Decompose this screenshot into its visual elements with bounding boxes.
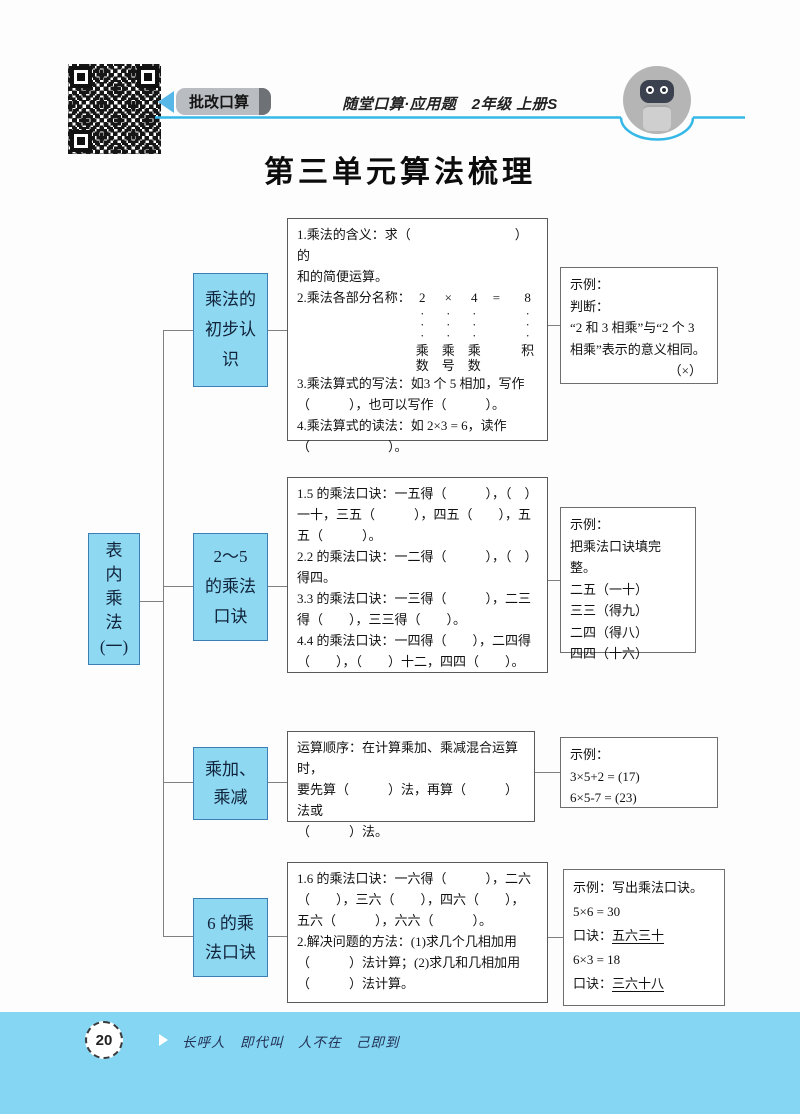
- qr-code: [68, 64, 161, 154]
- connector-line: [138, 601, 163, 602]
- robot-eye-icon: [660, 86, 668, 94]
- equation-row: 2.乘法各部分名称： 2 · · · 乘数 × · · · 乘号 4 · · ·…: [297, 287, 538, 373]
- content1-top-text: 1.乘法的含义：求（ ）的 和的简便运算。: [297, 227, 528, 284]
- branch-node-2to5-tables: 2～5 的乘法 口诀: [193, 533, 268, 641]
- badge-arrow-icon: [158, 90, 174, 113]
- connector-line: [164, 936, 193, 937]
- example4-label: 口诀：: [573, 928, 613, 943]
- robot-avatar-icon: [623, 66, 691, 134]
- root-node: 表 内 乘 法 (一): [88, 533, 140, 665]
- equation-column: =: [493, 287, 500, 373]
- page-number-badge: 20: [85, 1021, 123, 1059]
- equation-term: =: [492, 290, 501, 305]
- example-box-write-tables: 示例：写出乘法口诀。 5×6 = 30 口诀：五六三十 6×3 = 18 口诀：…: [563, 869, 725, 1006]
- example4-answer: 三六十八: [612, 976, 665, 991]
- content-box-multiplication-intro: 1.乘法的含义：求（ ）的 和的简便运算。 2.乘法各部分名称： 2 · · ·…: [287, 218, 548, 454]
- badge-label-text: 批改口算: [189, 94, 250, 111]
- connector-line: [548, 937, 563, 938]
- example4-answer: 五六三十: [612, 928, 665, 943]
- connector-line: [266, 586, 287, 587]
- equation-caption: 2.乘法各部分名称：: [297, 290, 411, 305]
- equation-column: 4 · · · 乘数: [467, 287, 482, 373]
- badge-cap: [259, 88, 272, 115]
- dotted-leader: · · ·: [446, 306, 451, 343]
- robot-head: [640, 80, 674, 103]
- connector-line: [266, 782, 287, 783]
- example4-line: 5×6 = 30: [573, 904, 621, 919]
- connector-line: [164, 782, 193, 783]
- content-box-mul-add-sub: 运算顺序：在计算乘加、乘减混合运算时， 要先算（ ）法，再算（ ）法或 （ ）法…: [287, 731, 535, 839]
- connector-line: [535, 772, 560, 773]
- content1-bottom-text: 3.乘法算式的写法：如3 个 5 相加，写作 （ ），也可以写作（ ）。 4.乘…: [297, 376, 525, 454]
- example-box-judgement: 示例： 判断： “2 和 3 相乘”与“2 个 3 相乘”表示的意义相同。 （×…: [560, 267, 718, 384]
- content-box-6-table: 1.6 的乘法口诀：一六得（ ），二六 （ ），三六（ ），四六（ ）， 五六（…: [287, 862, 548, 1003]
- example1-verdict: （×）: [668, 363, 702, 378]
- equation-part-label: 乘号: [441, 343, 455, 373]
- connector-line: [164, 330, 193, 331]
- example-box-fill-tables: 示例： 把乘法口诀填完整。 二五（一十） 三三（得九） 二四（得八） 四四（十六…: [560, 507, 696, 661]
- connector-line: [266, 330, 287, 331]
- equation-part-label: 乘数: [415, 343, 429, 373]
- qr-finder-icon: [70, 130, 92, 152]
- connector-line: [548, 325, 560, 326]
- connector-line: [164, 586, 193, 587]
- equation-term: 4: [471, 290, 478, 305]
- example4-line: 示例：写出乘法口诀。: [573, 880, 704, 895]
- branch-node-mul-add-sub: 乘加、 乘减: [193, 747, 268, 820]
- equation-term: 8: [524, 290, 531, 305]
- robot-body: [643, 105, 671, 131]
- equation-part-label: 积: [521, 343, 535, 358]
- header-subtitle: 随堂口算·应用题 2年级 上册S: [342, 96, 558, 113]
- footer-bar: 20 长呼人 即代叫 人不在 己即到: [0, 1012, 800, 1114]
- qr-finder-icon: [70, 66, 92, 88]
- branch-node-6-table: 6 的乘 法口诀: [193, 898, 268, 977]
- equation-part-label: 乘数: [467, 343, 481, 373]
- grading-badge: 批改口算: [158, 88, 272, 115]
- footer-slogan: 长呼人 即代叫 人不在 己即到: [182, 1035, 400, 1050]
- footer-arrow-icon: [159, 1034, 168, 1046]
- example1-text: 示例： 判断： “2 和 3 相乘”与“2 个 3 相乘”表示的意义相同。: [570, 277, 706, 357]
- dotted-leader: · · ·: [525, 306, 530, 343]
- example4-label: 口诀：: [573, 976, 613, 991]
- equation-column: 2 · · · 乘数: [415, 287, 430, 373]
- branch-node-multiplication-intro: 乘法的 初步认 识: [193, 273, 268, 387]
- equation-column: × · · · 乘号: [441, 287, 456, 373]
- content-box-2to5-tables: 1.5 的乘法口诀：一五得（ ），（ ） 一十，三五（ ），四五（ ），五 五（…: [287, 477, 548, 673]
- example4-line: 口诀：三六十八: [573, 972, 715, 996]
- badge-label: 批改口算: [176, 88, 272, 115]
- example4-line: 6×3 = 18: [573, 952, 621, 967]
- example-box-mixed-ops: 示例： 3×5+2 = (17) 6×5-7 = (23): [560, 737, 718, 808]
- page-title: 第三单元算法梳理: [264, 156, 536, 189]
- labeled-equation: 2 · · · 乘数 × · · · 乘号 4 · · · 乘数 =: [415, 287, 535, 373]
- equation-column: 8 · · · 积: [520, 287, 535, 373]
- robot-eye-icon: [646, 86, 654, 94]
- equation-term: ×: [444, 290, 452, 305]
- connector-line: [266, 936, 287, 937]
- equation-term: 2: [419, 290, 426, 305]
- dotted-leader: · · ·: [472, 306, 477, 343]
- qr-finder-icon: [137, 66, 159, 88]
- connector-line: [548, 580, 560, 581]
- dotted-leader: · · ·: [420, 306, 425, 343]
- header-rule: [155, 116, 745, 141]
- connector-line: [163, 330, 164, 937]
- example4-line: 口诀：五六三十: [573, 924, 715, 948]
